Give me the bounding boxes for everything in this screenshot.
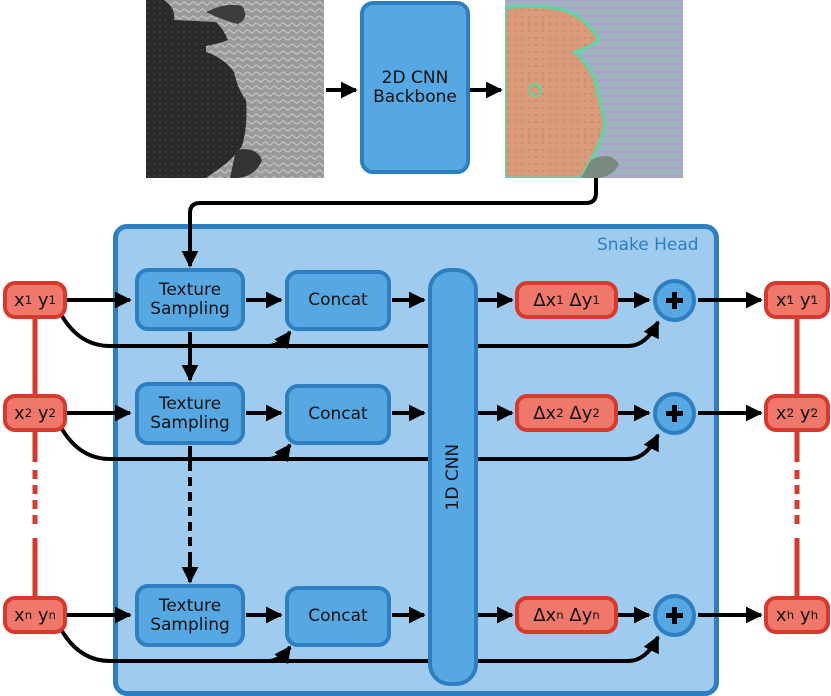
add-node-1 <box>653 279 696 322</box>
cnn-1d-box: 1D CNN <box>428 268 478 686</box>
backbone-box: 2D CNN Backbone <box>360 1 470 174</box>
concat-n: Concat <box>285 586 391 647</box>
plus-icon <box>666 292 683 309</box>
feature-map-image <box>505 0 683 178</box>
output-vertex-1: x'1 y'1 <box>764 281 830 319</box>
concat-2: Concat <box>285 384 391 445</box>
add-node-2 <box>653 392 696 435</box>
concat-1: Concat <box>285 270 391 331</box>
backbone-label-line1: 2D CNN <box>381 68 449 89</box>
snake-head-title: Snake Head <box>597 235 699 255</box>
plus-icon <box>666 405 683 422</box>
plus-icon <box>666 607 683 624</box>
backbone-label-line2: Backbone <box>373 86 457 107</box>
cnn-1d-label: 1D CNN <box>442 443 463 511</box>
add-node-n <box>653 594 696 637</box>
output-vertex-n: x'n y'n <box>764 596 830 634</box>
output-vertex-2: x'2 y'2 <box>764 394 830 432</box>
input-image <box>146 0 324 178</box>
